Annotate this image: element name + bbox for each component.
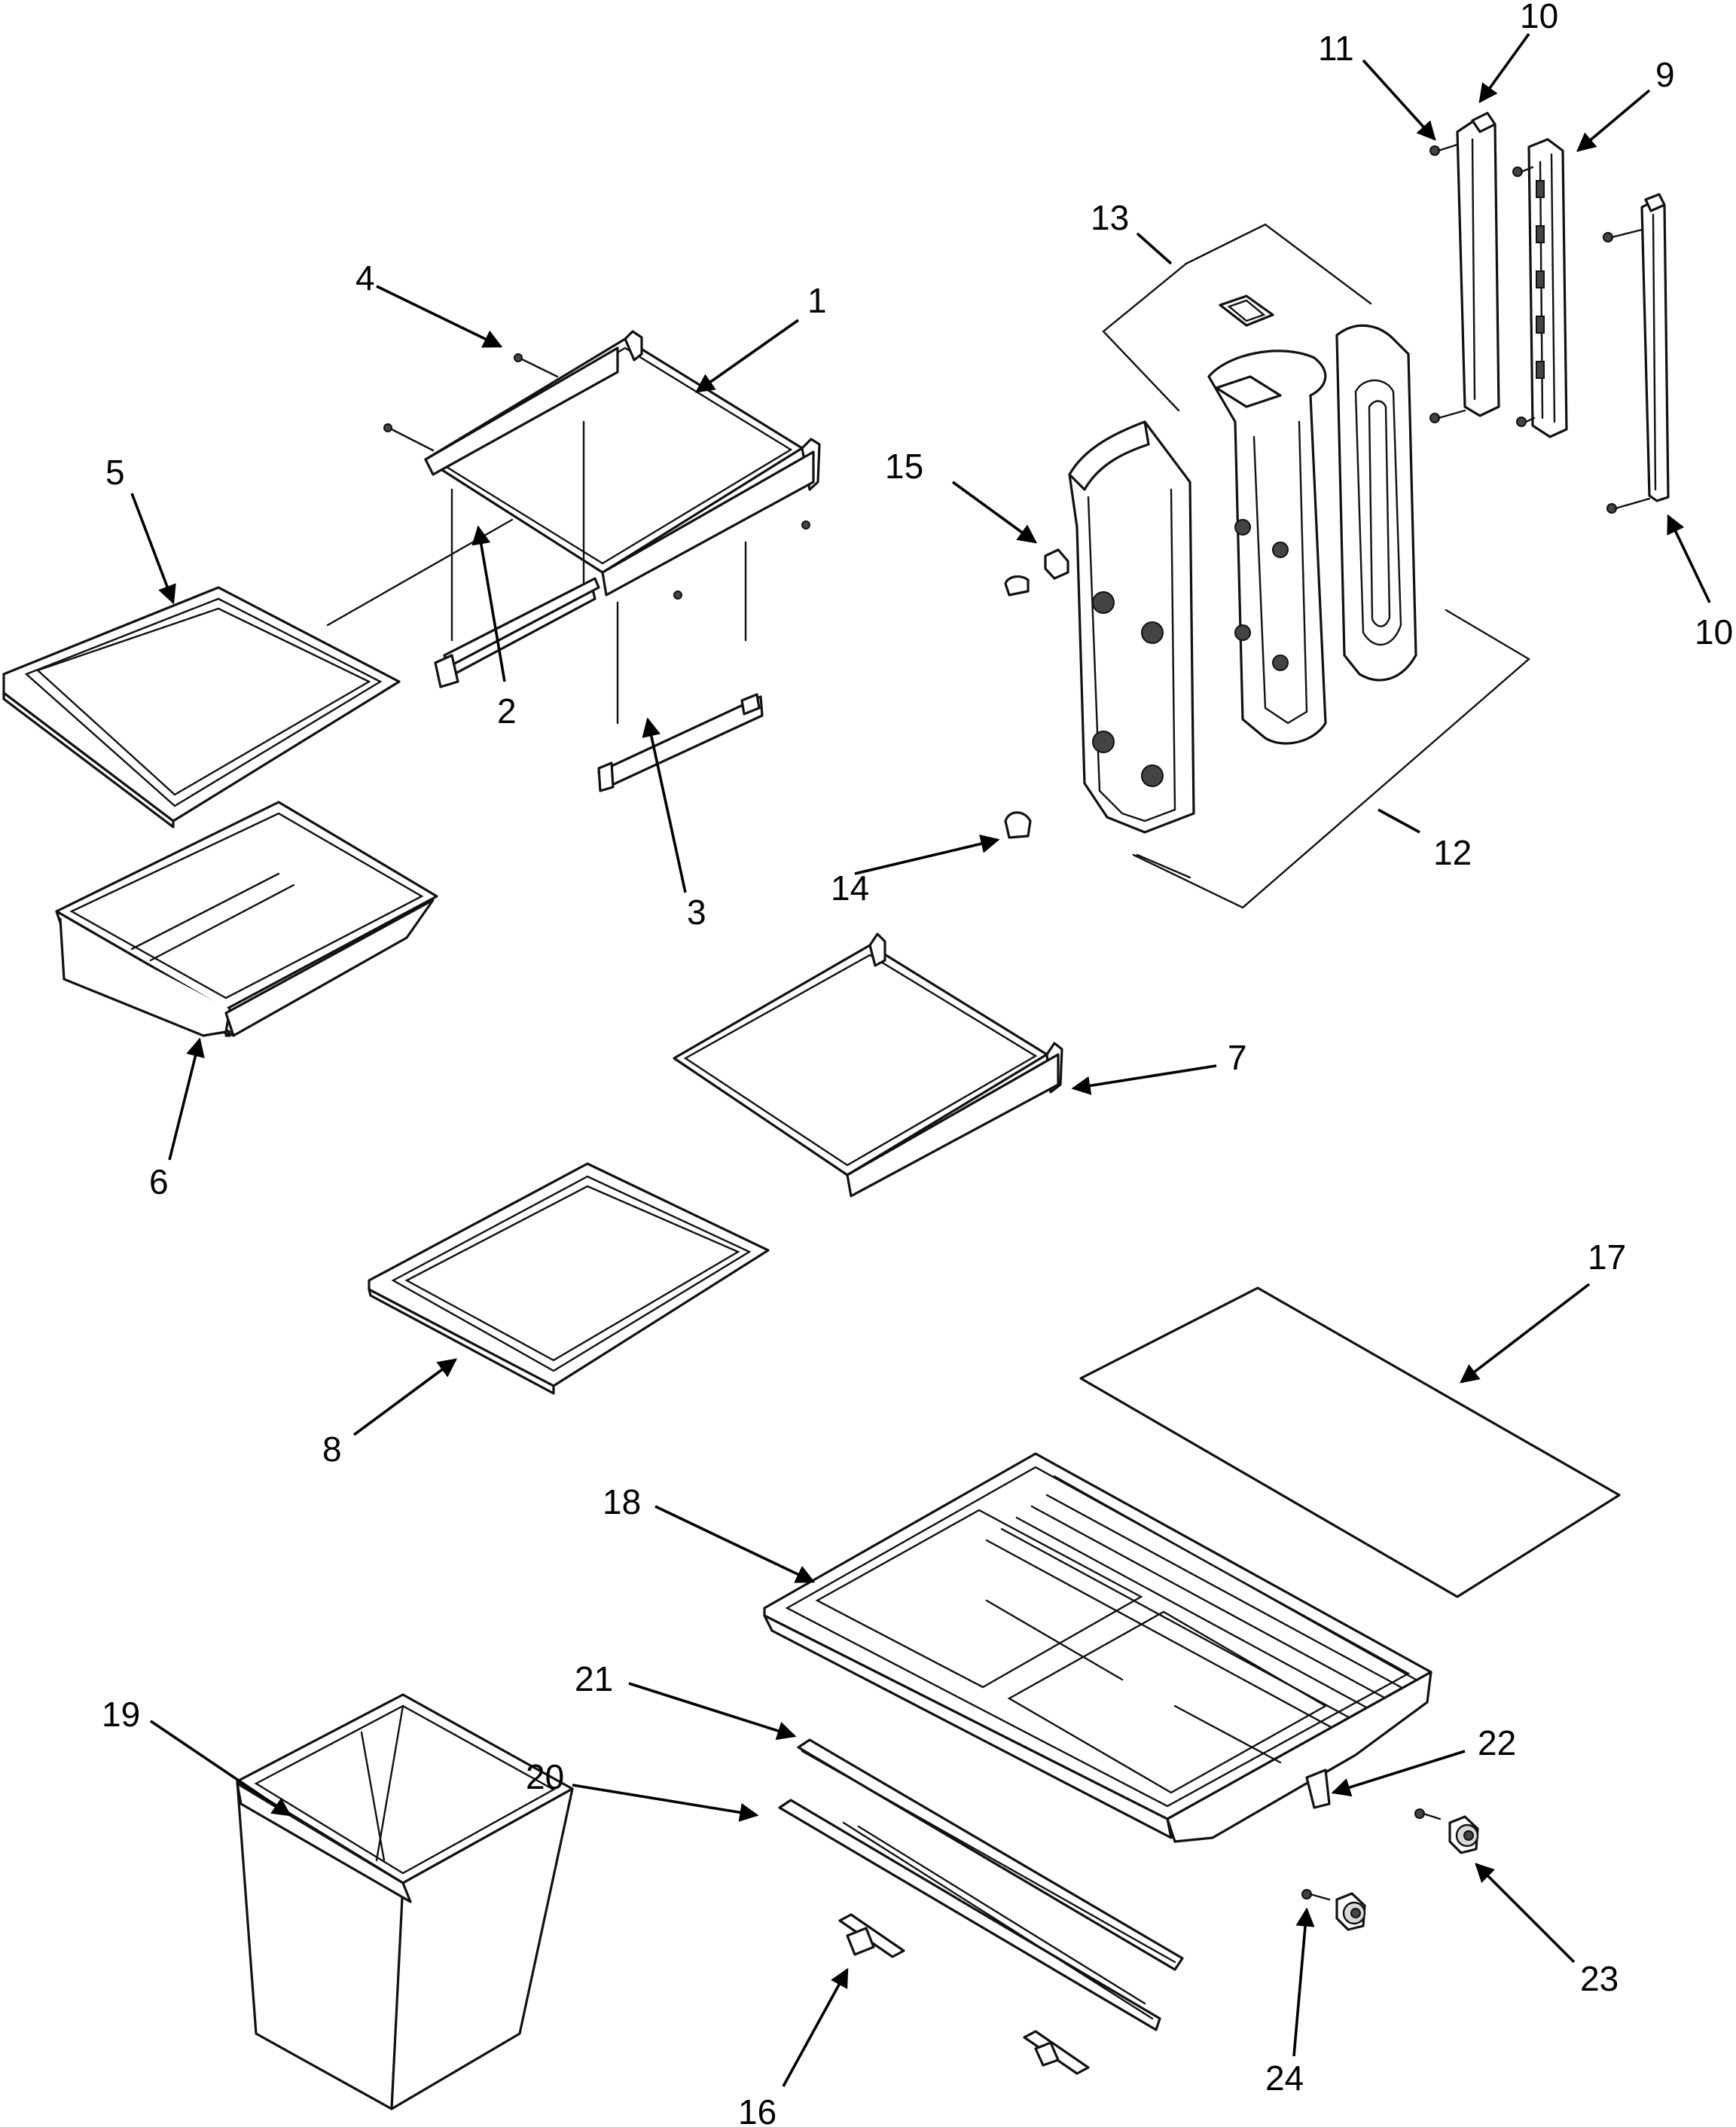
roller-23 [1414,1808,1479,1854]
glass-sheet-17 [1079,1286,1621,1598]
glass-shelf-5 [2,586,401,829]
callout-17: 17 [1588,1237,1626,1277]
callout-23: 23 [1580,1959,1619,1998]
rail-20 [778,1799,1161,2031]
cap-14 [1004,811,1032,839]
callout-3: 3 [687,893,706,932]
callout-22: 22 [1478,1723,1516,1762]
rail-10-right [1603,193,1670,514]
crisper-drawer-6 [55,801,438,1037]
callout-9: 9 [1655,55,1675,94]
latch-22 [1305,1768,1331,1809]
callout-14: 14 [831,868,869,908]
callout-7: 7 [1228,1038,1247,1077]
crisper-cover-18 [763,1452,1432,1843]
screw-4 [383,353,810,600]
roller-24 [1301,1889,1366,1931]
callout-2: 2 [497,691,517,731]
callout-4: 4 [355,258,375,298]
cover-sheet-13 [1102,223,1372,412]
rail-21 [797,1738,1184,1971]
shelf-frame-1 [424,330,821,642]
callout-1: 1 [807,281,827,320]
cap-15 [1004,548,1069,597]
rail-10-top [1429,111,1500,423]
callout-5: 5 [105,453,125,492]
leader-arrows [130,32,1711,2087]
callout-6: 6 [149,1162,169,1201]
shelf-ladder-9 [1512,138,1568,438]
glass-shelf-8 [368,1162,770,1395]
callout-13: 13 [1091,198,1129,237]
callout-15: 15 [885,447,923,486]
callout-10-top: 10 [1520,0,1558,35]
duct-assembly-12 [1068,324,1531,909]
callout-10-right: 10 [1695,612,1733,652]
slide-rail-2 [434,577,600,688]
crisper-bin-19 [236,1693,574,2110]
clip-16 [838,1913,1090,2075]
shelf-frame-7 [673,932,1063,1198]
callout-20: 20 [526,1757,564,1796]
callout-16: 16 [738,2092,776,2127]
callout-12: 12 [1433,833,1472,872]
callout-8: 8 [322,1430,342,1469]
callout-19: 19 [102,1695,140,1734]
callout-24: 24 [1265,2058,1304,2098]
support-bar-3 [597,693,764,792]
callout-21: 21 [575,1659,613,1698]
callout-labels: 1 2 3 4 5 6 7 8 9 10 10 11 12 13 14 15 1… [102,0,1733,2127]
callout-18: 18 [603,1482,641,1521]
callout-11: 11 [1318,29,1354,68]
